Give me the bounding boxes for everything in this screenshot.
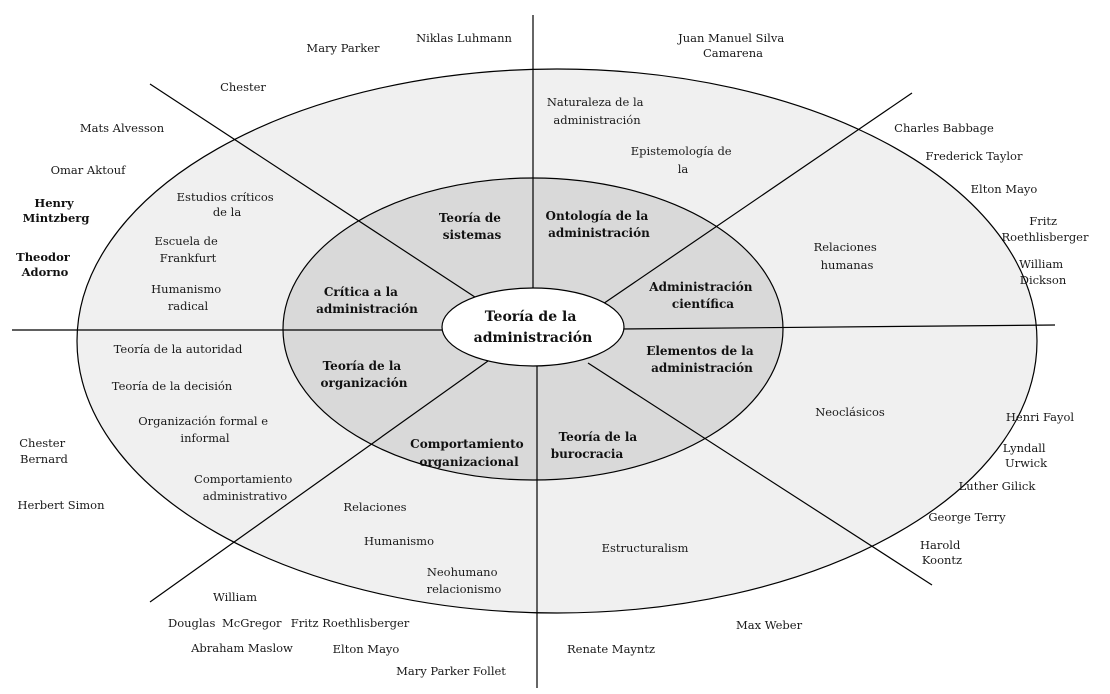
sector-ontologia: Ontología de la administración: [546, 209, 653, 240]
label-organizacion-formal: Organización formal e informal: [138, 414, 271, 445]
author-lyndall-urwick: Lyndall Urwick: [1003, 441, 1050, 470]
author-douglas-mcgregor: Douglas McGregor: [168, 616, 282, 630]
author-juan-manuel-silva: Juan Manuel Silva Camarena: [677, 31, 788, 60]
label-relaciones-humanas: Relaciones humanas: [814, 240, 881, 272]
center-ellipse: [441, 287, 625, 367]
author-henri-fayol: Henri Fayol: [1006, 410, 1075, 424]
label-humanismo-radical: Humanismo radical: [151, 282, 225, 313]
sector-teoria-sistemas: Teoría de sistemas: [439, 211, 505, 242]
author-fritz-roethlisberger-right: Fritz Roethlisberger: [1001, 214, 1089, 244]
divider-northeast: [596, 92, 913, 309]
author-theodor-adorno: Theodor Adorno: [16, 250, 74, 279]
author-luther-gilick: Luther Gilick: [959, 479, 1037, 493]
label-neohumano: Neohumano relacionismo: [427, 565, 502, 596]
label-teoria-decision: Teoría de la decisión: [112, 379, 233, 393]
author-mats-alvesson: Mats Alvesson: [80, 121, 165, 135]
divider-east: [619, 324, 1056, 330]
label-estudios-criticos: Estudios críticos de la: [177, 190, 278, 219]
author-elton-mayo-bottom: Elton Mayo: [333, 642, 400, 656]
author-william-bottom: William: [213, 590, 257, 604]
author-william-dickson: William Dickson: [1019, 257, 1067, 287]
author-herbert-simon: Herbert Simon: [17, 498, 105, 512]
author-omar-aktouf: Omar Aktouf: [51, 163, 127, 177]
sector-administracion-cientifica: Administración científica: [648, 280, 756, 311]
author-mary-parker: Mary Parker: [306, 41, 380, 55]
author-henry-mintzberg: Henry Mintzberg: [23, 196, 90, 225]
author-abraham-maslow: Abraham Maslow: [190, 641, 293, 655]
divider-southwest: [149, 360, 489, 603]
author-chester: Chester: [220, 80, 266, 94]
author-george-terry: George Terry: [928, 510, 1006, 524]
label-comportamiento-administrativo: Comportamiento administrativo: [194, 472, 296, 503]
label-neoclasicos: Neoclásicos: [815, 405, 885, 419]
center-line-2: administración: [474, 330, 593, 346]
author-chester-bernard: Chester Bernard: [19, 436, 69, 466]
author-renate-mayntz: Renate Mayntz: [567, 642, 655, 656]
sector-elementos: Elementos de la administración: [646, 344, 758, 375]
author-frederick-taylor: Frederick Taylor: [926, 149, 1023, 163]
author-elton-mayo-right: Elton Mayo: [971, 182, 1038, 196]
divider-northwest: [149, 83, 485, 304]
sector-burocracia: Teoría de la burocracia: [551, 430, 642, 461]
author-harold-koontz: Harold Koontz: [920, 538, 964, 567]
center-line-1: Teoría de la: [485, 309, 577, 325]
sector-teoria-organizacion: Teoría de la organización: [321, 359, 408, 390]
label-naturaleza: Naturaleza de la administración: [547, 95, 647, 127]
center-title: Teoría de la administración: [474, 309, 593, 346]
label-humanismo: Humanismo: [364, 534, 434, 548]
label-teoria-autoridad: Teoría de la autoridad: [114, 342, 243, 356]
author-charles-babbage: Charles Babbage: [894, 121, 994, 135]
label-relaciones: Relaciones: [343, 500, 406, 514]
label-escuela-frankfurt: Escuela de Frankfurt: [155, 234, 222, 265]
label-epistemologia: Epistemología de la: [631, 144, 736, 176]
sector-critica: Crítica a la administración: [316, 285, 418, 316]
author-mary-parker-follet: Mary Parker Follet: [396, 664, 506, 678]
author-max-weber: Max Weber: [736, 618, 803, 632]
author-niklas-luhmann: Niklas Luhmann: [416, 31, 512, 45]
label-estructuralism: Estructuralism: [602, 541, 689, 555]
author-fritz-roethlisberger-bottom: Fritz Roethlisberger: [291, 616, 410, 630]
divider-southeast: [587, 362, 933, 586]
sector-comportamiento-organizacional: Comportamiento organizacional: [410, 437, 528, 469]
